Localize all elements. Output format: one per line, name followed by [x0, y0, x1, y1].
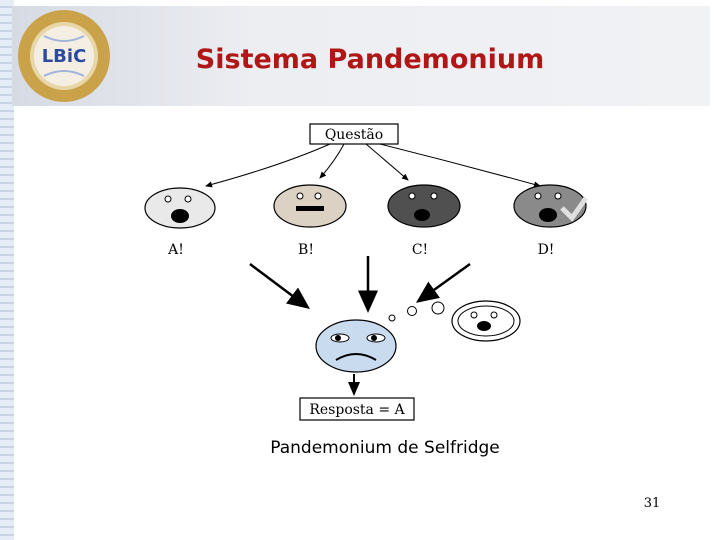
thought-bubbles — [388, 301, 445, 322]
answer-box — [299, 397, 415, 421]
lbic-logo: LBiC — [18, 10, 110, 102]
arrow-question-to-d — [379, 143, 541, 188]
page-number: 31 — [643, 496, 661, 511]
left-decorative-border — [0, 0, 14, 540]
demon-face-d — [513, 184, 589, 228]
arrow-question-to-b — [319, 143, 345, 179]
pandemonium-diagram: Questão A! B! C! D! — [144, 123, 589, 421]
arrow-c-to-decision — [415, 262, 471, 303]
demon-label-b: B! — [298, 242, 314, 258]
answer-label: Resposta = A — [309, 402, 405, 418]
demon-label-d: D! — [538, 242, 555, 258]
arrow-question-to-c — [365, 143, 409, 181]
question-label: Questão — [325, 127, 383, 143]
demon-face-a — [144, 187, 216, 229]
thought-face — [451, 300, 521, 342]
slide-title: Sistema Pandemonium — [195, 44, 545, 75]
question-box — [309, 123, 399, 145]
decision-demon-face — [315, 319, 397, 373]
arrow-question-to-a — [205, 143, 331, 188]
demon-face-b — [273, 184, 347, 228]
demon-label-c: C! — [412, 242, 428, 258]
header-band — [12, 6, 710, 106]
demon-label-a: A! — [167, 242, 184, 258]
demon-face-c — [387, 184, 461, 228]
svg-text:LBiC: LBiC — [42, 46, 87, 67]
diagram-caption: Pandemonium de Selfridge — [270, 438, 500, 458]
arrow-a-to-decision — [249, 263, 310, 309]
